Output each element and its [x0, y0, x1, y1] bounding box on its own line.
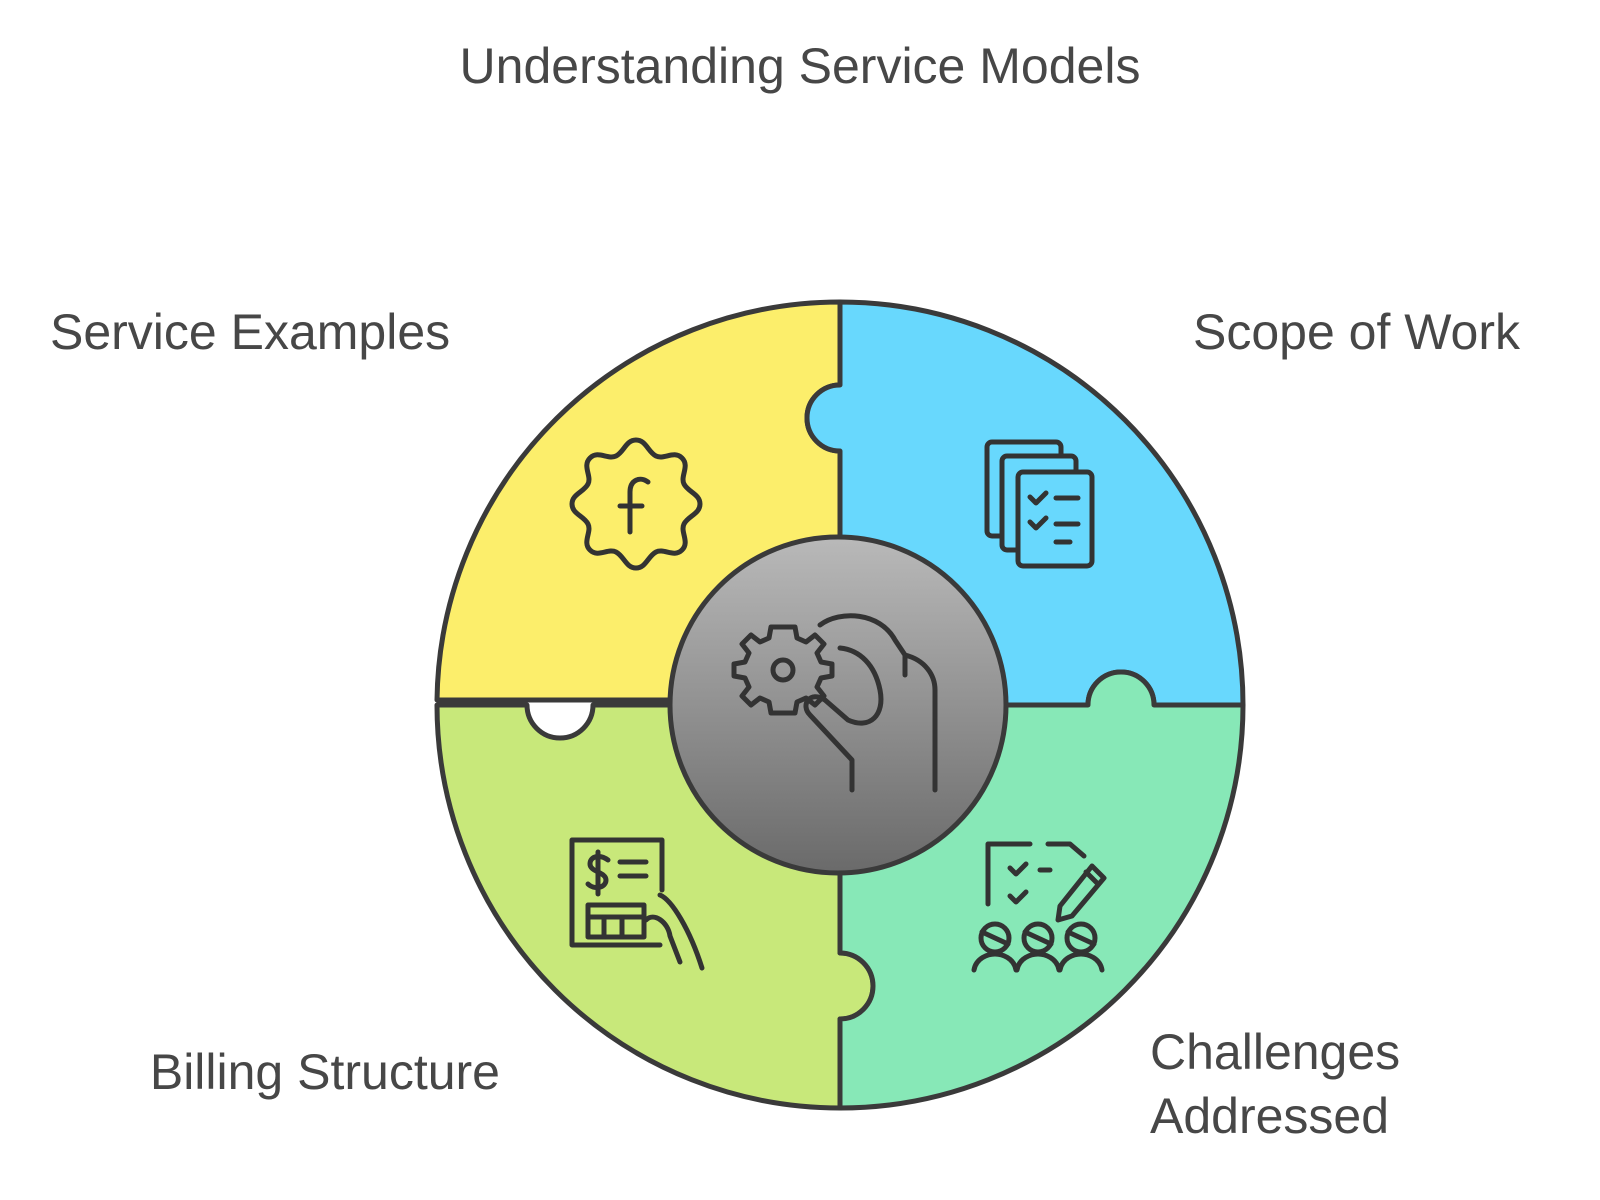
- label-scope-of-work: Scope of Work: [1192, 304, 1520, 360]
- gear-f-icon: [569, 437, 703, 571]
- diagram-title: Understanding Service Models: [459, 38, 1141, 94]
- invoice-hand-icon: [569, 837, 705, 971]
- checklist-documents-icon: [984, 439, 1095, 569]
- center-hub[interactable]: [667, 534, 1009, 876]
- label-billing-structure: Billing Structure: [149, 1044, 500, 1100]
- hand-gear-icon: [731, 613, 938, 793]
- label-service-examples: Service Examples: [50, 304, 451, 360]
- team-checklist-icon: [971, 841, 1107, 973]
- label-line: Addressed: [1150, 1088, 1390, 1144]
- label-line: Challenges: [1150, 1024, 1401, 1080]
- label-challenges-addressed: Challenges Addressed: [1150, 1020, 1400, 1148]
